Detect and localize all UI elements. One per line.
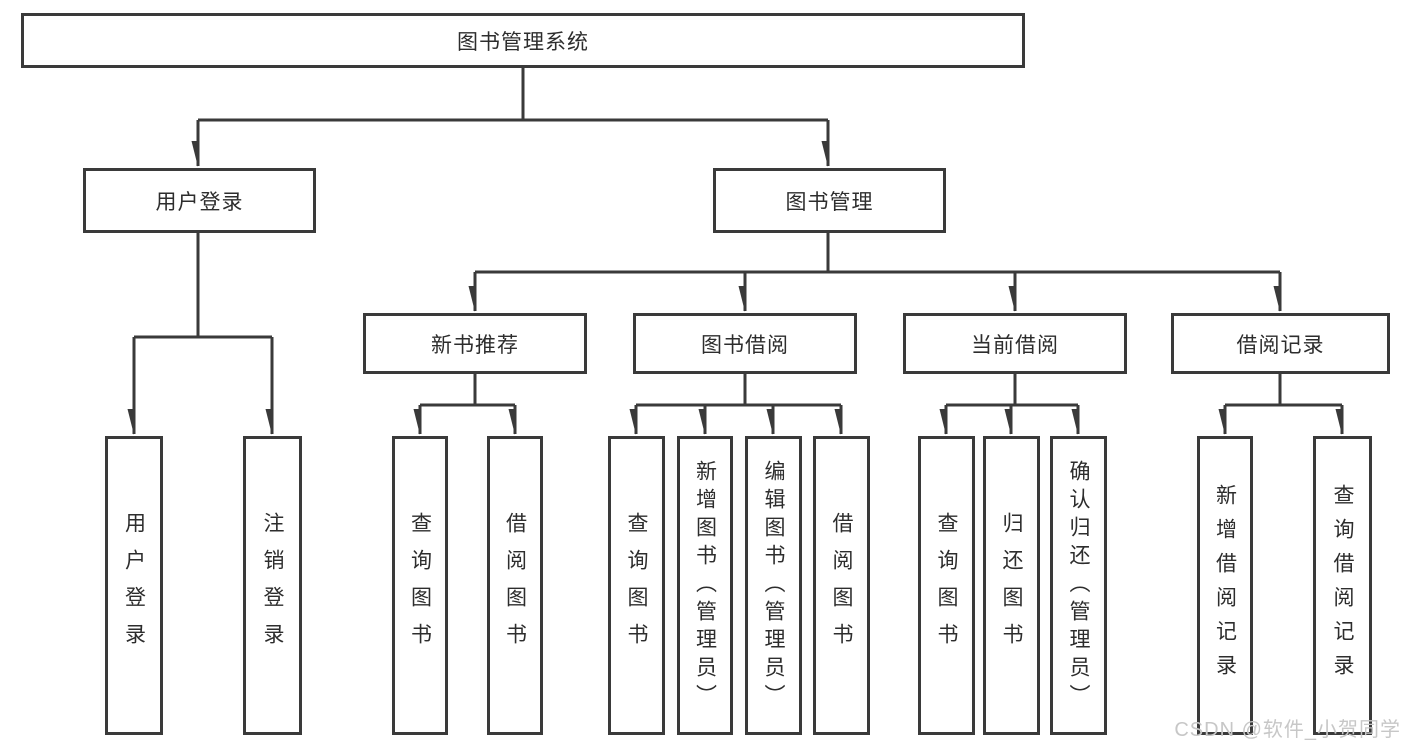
node-label: 注销登录 <box>261 511 284 660</box>
node-label: 新增借阅记录 <box>1213 483 1237 688</box>
node-label: 图书借阅 <box>701 333 789 357</box>
node-label: 查询借阅记录 <box>1331 483 1354 688</box>
csdn-watermark: CSDN @软件_小贺同学 <box>1174 719 1401 741</box>
node-new-book-recommendation: 新书推荐 <box>363 313 587 374</box>
node-label: 归还图书 <box>1000 511 1023 660</box>
node-query-books-borrowing: 查询图书 <box>608 436 665 735</box>
node-current-borrowing: 当前借阅 <box>903 313 1127 374</box>
node-confirm-return-admin: 确认归还（管理员） <box>1050 436 1107 735</box>
node-label: 图书管理 <box>785 190 874 214</box>
node-user-login-group: 用户登录 <box>83 168 316 233</box>
node-query-books-current: 查询图书 <box>918 436 975 735</box>
node-label: 借阅图书 <box>830 511 853 660</box>
node-add-borrow-record: 新增借阅记录 <box>1197 436 1253 735</box>
node-label: 借阅图书 <box>503 511 527 660</box>
node-borrow-records: 借阅记录 <box>1171 313 1390 374</box>
node-user-login: 用户登录 <box>105 436 163 735</box>
node-borrow-books-borrowing: 借阅图书 <box>813 436 870 735</box>
node-label: 确认归还（管理员） <box>1067 459 1090 712</box>
node-label: 当前借阅 <box>971 333 1059 357</box>
node-label: 新增图书（管理员） <box>693 459 717 712</box>
node-edit-book-admin: 编辑图书（管理员） <box>745 436 802 735</box>
node-label: 图书管理系统 <box>457 30 589 54</box>
node-label: 新书推荐 <box>431 333 519 357</box>
node-label: 查询图书 <box>625 511 648 660</box>
node-label: 用户登录 <box>155 190 244 214</box>
node-book-borrowing: 图书借阅 <box>633 313 857 374</box>
node-query-books-newbook: 查询图书 <box>392 436 448 735</box>
node-label: 查询图书 <box>935 511 958 660</box>
node-query-borrow-record: 查询借阅记录 <box>1313 436 1372 735</box>
node-logout-login: 注销登录 <box>243 436 302 735</box>
node-return-books: 归还图书 <box>983 436 1040 735</box>
node-library-management-system: 图书管理系统 <box>21 13 1025 68</box>
node-add-book-admin: 新增图书（管理员） <box>677 436 733 735</box>
node-label: 编辑图书（管理员） <box>762 459 785 712</box>
node-label: 借阅记录 <box>1236 333 1325 357</box>
node-label: 查询图书 <box>408 511 432 660</box>
node-book-management: 图书管理 <box>713 168 946 233</box>
node-borrow-books-newbook: 借阅图书 <box>487 436 543 735</box>
node-label: 用户登录 <box>122 511 146 660</box>
